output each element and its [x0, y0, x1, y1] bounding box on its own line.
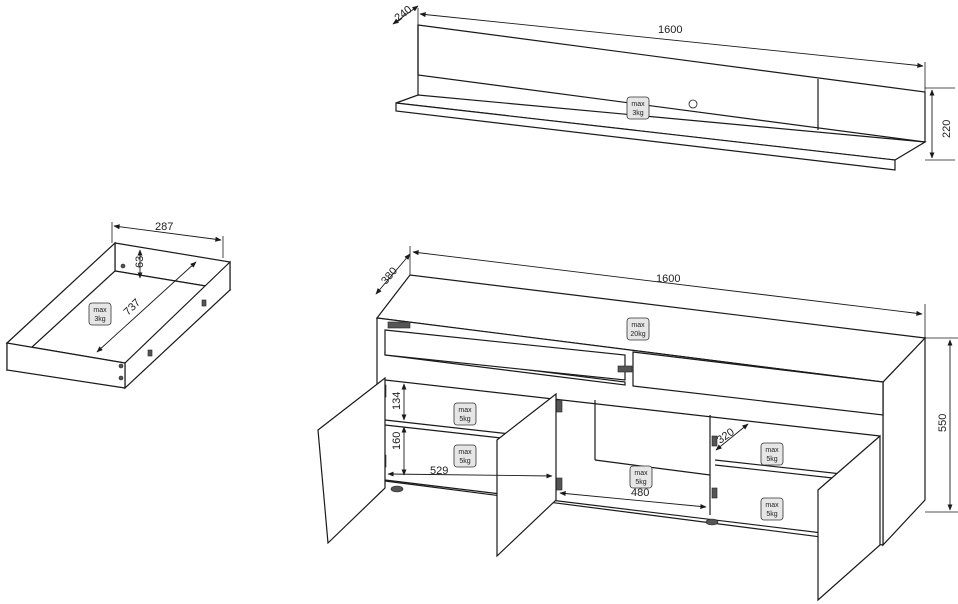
svg-text:3kg: 3kg	[632, 110, 643, 117]
drawer-runner-icon	[147, 349, 153, 357]
drawer-screw-icon	[120, 263, 126, 269]
left-lower-load-icon: max 5kg	[453, 444, 477, 468]
hinge-icon	[555, 399, 563, 413]
shelf-front-edge	[395, 102, 896, 171]
shelf-load-icon: max 3kg	[626, 96, 650, 120]
cabinet-height-label: 550	[937, 414, 949, 432]
svg-text:5kg: 5kg	[459, 458, 470, 465]
svg-text:max: max	[458, 407, 472, 414]
center-load-icon: max 5kg	[629, 465, 653, 489]
drawer-screw-icon	[118, 363, 124, 369]
cabinet-depth-dimension	[375, 253, 411, 295]
wall-shelf: 1600 240 220 max 3kg	[392, 4, 955, 171]
hinge-icon	[555, 477, 563, 491]
shelf-depth-label: 240	[392, 4, 414, 25]
cabinet-width-label: 1600	[656, 273, 680, 285]
drawer-load-icon: max 3kg	[88, 302, 112, 326]
tv-cabinet: 1600 380 550 134 160 529 480 320 max 20k…	[317, 246, 958, 602]
left-upper-load-icon: max 5kg	[453, 402, 477, 426]
svg-text:max: max	[765, 502, 779, 509]
cabinet-foot	[390, 485, 404, 493]
hinge-icon	[711, 487, 718, 499]
cabinet-open-drawer	[384, 329, 626, 381]
svg-text:3kg: 3kg	[94, 316, 105, 323]
shelf-width-label: 1600	[658, 24, 682, 36]
svg-text:max: max	[765, 447, 779, 454]
left-shelf-upper-label: 134	[391, 392, 403, 410]
svg-text:max: max	[634, 470, 648, 477]
drawer-depth-dimension	[96, 261, 197, 353]
center-inner-width-label: 480	[631, 487, 649, 499]
svg-text:5kg: 5kg	[459, 416, 470, 423]
drawer-slide-icon	[387, 321, 411, 329]
cabinet-depth-label: 380	[379, 265, 400, 287]
drawer-front-panel	[6, 342, 126, 389]
drawer-width-dimension	[113, 224, 222, 242]
drawer-screw-icon	[118, 375, 124, 381]
svg-text:20kg: 20kg	[630, 331, 645, 338]
svg-text:5kg: 5kg	[766, 456, 777, 463]
right-lower-load-icon: max 5kg	[760, 497, 784, 521]
left-inner-width-label: 529	[430, 465, 448, 477]
drawer-slide-icon	[617, 365, 633, 373]
cabinet-door-left-outer	[317, 376, 386, 545]
drawer: 287 63 737 max 3kg	[5, 221, 232, 390]
svg-text:5kg: 5kg	[635, 479, 646, 486]
drawer-height-label: 63	[134, 256, 146, 268]
svg-text:max: max	[93, 307, 107, 314]
shelf-mount-hole	[688, 99, 698, 109]
cabinet-door-right	[817, 434, 881, 602]
cabinet-width-dimension	[412, 250, 923, 316]
cabinet-foot	[705, 518, 719, 526]
drawer-runner-icon	[201, 299, 207, 307]
svg-text:5kg: 5kg	[766, 511, 777, 518]
svg-text:max: max	[631, 101, 645, 108]
cabinet-drawer-right	[632, 351, 884, 416]
svg-text:max: max	[631, 322, 645, 329]
svg-text:max: max	[458, 449, 472, 456]
right-inner-depth-dimension	[715, 423, 749, 451]
left-shelf-lower-label: 160	[391, 432, 403, 450]
drawer-width-label: 287	[155, 221, 173, 233]
cabinet-top-load-icon: max 20kg	[626, 317, 650, 341]
shelf-depth-dimension	[392, 5, 419, 25]
shelf-height-label: 220	[941, 120, 953, 138]
center-inner-width-dimension	[559, 491, 707, 509]
right-upper-load-icon: max 5kg	[760, 442, 784, 466]
shelf-width-dimension	[419, 12, 924, 68]
left-inner-width-dimension	[387, 471, 553, 479]
